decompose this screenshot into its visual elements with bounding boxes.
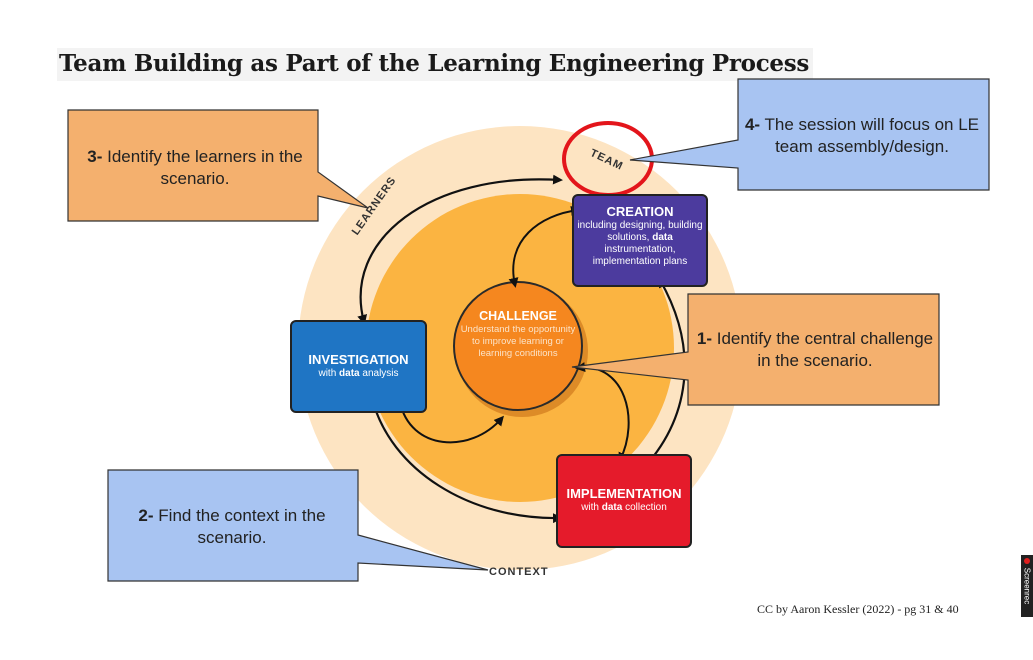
implementation-description: with data collection — [581, 502, 667, 513]
challenge-description: Understand the opportunity to improve le… — [460, 324, 576, 359]
record-dot-icon — [1024, 558, 1030, 564]
callout-1: 1- Identify the central challenge in the… — [696, 329, 934, 370]
arrow-challenge-creation — [508, 205, 581, 288]
callout-2: 2- Find the context in the scenario. — [138, 506, 326, 547]
arrow-creation-to-implementation — [637, 277, 686, 475]
context-label: CONTEXT — [489, 566, 549, 578]
credit-text: CC by Aaron Kessler (2022) - pg 31 & 40 — [757, 602, 959, 616]
arrow-implementation-to-investigation — [368, 395, 563, 524]
investigation-title: INVESTIGATION — [308, 352, 409, 367]
creation-box: CREATION including designing, building s… — [572, 194, 708, 287]
callout-4: 4- The session will focus on LE team ass… — [744, 115, 980, 156]
arrow-challenge-investigation — [396, 399, 504, 444]
implementation-box: IMPLEMENTATION with data collection — [556, 454, 692, 548]
callout-2-shape — [107, 469, 489, 582]
arrow-learners-to-team — [357, 174, 563, 325]
implementation-title: IMPLEMENTATION — [566, 486, 682, 501]
screenrec-watermark: Screenrec — [1021, 555, 1033, 617]
creation-title: CREATION — [606, 204, 674, 219]
screenrec-label: Screenrec — [1022, 567, 1032, 605]
callout-3-shape — [67, 109, 369, 222]
callout-1-shape — [571, 293, 940, 406]
challenge-text: CHALLENGE Understand the opportunity to … — [458, 308, 578, 360]
page-title: Team Building as Part of the Learning En… — [57, 48, 814, 81]
investigation-box: INVESTIGATION with data analysis — [290, 320, 427, 413]
challenge-title: CHALLENGE — [479, 309, 557, 323]
investigation-description: with data analysis — [318, 368, 399, 379]
callout-4-shape — [629, 78, 990, 191]
callout-3: 3- Identify the learners in the scenario… — [87, 147, 303, 188]
creation-description: including designing, building solutions,… — [577, 220, 703, 267]
